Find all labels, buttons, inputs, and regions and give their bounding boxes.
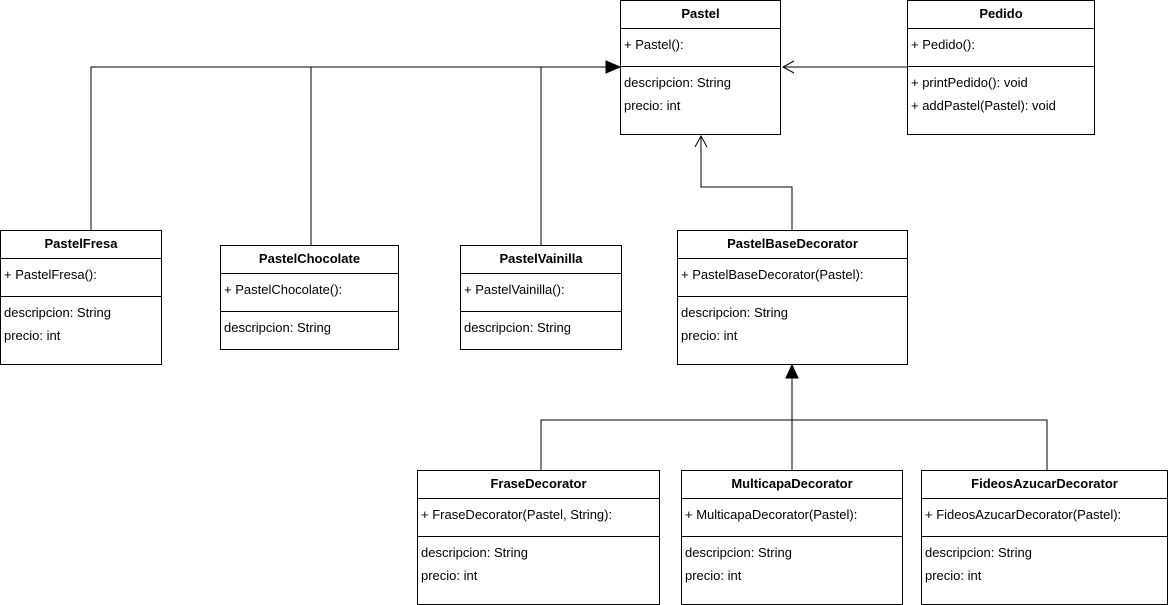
method: + Pedido(): [911, 37, 975, 52]
edge-frasedecorator-to-base [540, 419, 1048, 470]
attribute: + printPedido(): void [911, 75, 1028, 90]
class-pastel-chocolate: PastelChocolate + PastelChocolate(): des… [220, 245, 399, 350]
attribute: descripcion: String [681, 305, 788, 320]
attribute: precio: int [681, 328, 738, 343]
methods-section: + PastelVainilla(): [461, 274, 621, 311]
class-name: PastelFresa [1, 231, 161, 259]
methods-section: + MulticapaDecorator(Pastel): [682, 499, 902, 536]
methods-section: + Pastel(): [621, 29, 780, 66]
attribute: descripcion: String [4, 305, 111, 320]
method: + FraseDecorator(Pastel, String): [421, 507, 613, 522]
method: + PastelFresa(): [4, 267, 97, 282]
attribute: precio: int [4, 328, 61, 343]
attribute: precio: int [925, 568, 982, 583]
methods-section: + FraseDecorator(Pastel, String): [418, 499, 659, 536]
methods-section: + PastelFresa(): [1, 259, 161, 296]
method: + PastelVainilla(): [464, 282, 565, 297]
class-multicapa-decorator: MulticapaDecorator + MulticapaDecorator(… [681, 470, 903, 605]
attribute: descripcion: String [925, 545, 1032, 560]
class-pedido: Pedido + Pedido(): + printPedido(): void… [907, 0, 1095, 135]
class-frase-decorator: FraseDecorator + FraseDecorator(Pastel, … [417, 470, 660, 605]
attributes-section: descripcion: String precio: int [682, 536, 902, 591]
class-pastel-base-decorator: PastelBaseDecorator + PastelBaseDecorato… [677, 230, 908, 365]
methods-section: + Pedido(): [908, 29, 1094, 66]
attribute: descripcion: String [464, 320, 571, 335]
attributes-section: + printPedido(): void + addPastel(Pastel… [908, 66, 1094, 121]
attribute: descripcion: String [624, 75, 731, 90]
attribute: descripcion: String [224, 320, 331, 335]
attributes-section: descripcion: String precio: int [678, 296, 907, 351]
attributes-section: descripcion: String precio: int [418, 536, 659, 591]
class-name: Pedido [908, 1, 1094, 29]
attributes-section: descripcion: String [221, 311, 398, 343]
attributes-section: descripcion: String [461, 311, 621, 343]
attribute: precio: int [421, 568, 478, 583]
attributes-section: descripcion: String precio: int [922, 536, 1167, 591]
edge-pastelfresa-to-pastel [90, 66, 606, 230]
method: + MulticapaDecorator(Pastel): [685, 507, 858, 522]
attribute: + addPastel(Pastel): void [911, 98, 1056, 113]
class-name: Pastel [621, 1, 780, 29]
attribute: descripcion: String [685, 545, 792, 560]
class-fideos-azucar-decorator: FideosAzucarDecorator + FideosAzucarDeco… [921, 470, 1168, 605]
class-name: PastelBaseDecorator [678, 231, 907, 259]
class-name: FideosAzucarDecorator [922, 471, 1167, 499]
class-name: FraseDecorator [418, 471, 659, 499]
edge-pastelbasedecorator-to-pastel [700, 136, 793, 230]
open-arrowhead-pedido [781, 60, 795, 74]
attribute: descripcion: String [421, 545, 528, 560]
class-pastel: Pastel + Pastel(): descripcion: String p… [620, 0, 781, 135]
open-arrowhead-base-decorator [694, 134, 708, 148]
method: + PastelBaseDecorator(Pastel): [681, 267, 864, 282]
inheritance-arrowhead-pastel [605, 60, 622, 74]
class-name: PastelVainilla [461, 246, 621, 274]
methods-section: + PastelChocolate(): [221, 274, 398, 311]
attributes-section: descripcion: String precio: int [621, 66, 780, 121]
attribute: precio: int [685, 568, 742, 583]
attributes-section: descripcion: String precio: int [1, 296, 161, 351]
methods-section: + FideosAzucarDecorator(Pastel): [922, 499, 1167, 536]
method: + FideosAzucarDecorator(Pastel): [925, 507, 1122, 522]
class-name: MulticapaDecorator [682, 471, 902, 499]
class-name: PastelChocolate [221, 246, 398, 274]
method: + PastelChocolate(): [224, 282, 343, 297]
method: + Pastel(): [624, 37, 684, 52]
class-pastel-vainilla: PastelVainilla + PastelVainilla(): descr… [460, 245, 622, 350]
methods-section: + PastelBaseDecorator(Pastel): [678, 259, 907, 296]
inheritance-arrowhead-base-decorator [785, 363, 799, 379]
attribute: precio: int [624, 98, 681, 113]
class-pastel-fresa: PastelFresa + PastelFresa(): descripcion… [0, 230, 162, 365]
